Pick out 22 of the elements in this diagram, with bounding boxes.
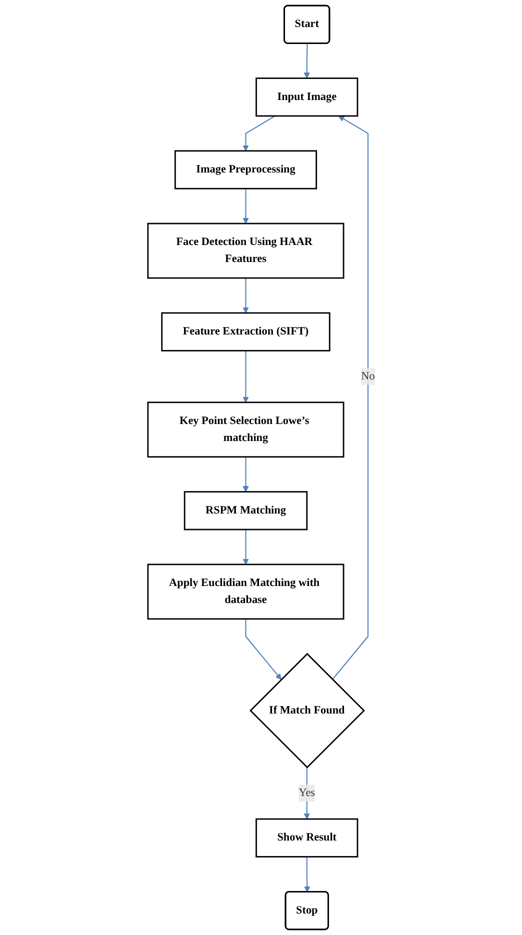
node-box: Apply Euclidian Matching with database <box>146 564 344 620</box>
arrow <box>242 350 248 403</box>
arrow <box>242 188 248 224</box>
arrow <box>244 618 282 680</box>
node-box: Key Point Selection Lowe’s matching <box>146 402 344 458</box>
node-box: Input Image <box>255 78 358 117</box>
node-box: RSPM Matching <box>184 491 308 530</box>
node-box: Image Preprocessing <box>174 150 317 190</box>
arrow <box>242 116 276 152</box>
arrow <box>332 116 368 680</box>
edge-label: Yes <box>298 786 315 799</box>
arrow <box>242 278 248 314</box>
node-box: Show Result <box>255 818 358 858</box>
node-diamond: If Match Found <box>249 652 365 768</box>
arrow <box>242 530 248 565</box>
arrow <box>303 767 310 820</box>
node-box: Face Detection Using HAAR Features <box>146 222 344 279</box>
edge-label: No <box>360 370 374 382</box>
arrow <box>303 44 310 79</box>
node-box: Feature Extraction (SIFT) <box>160 312 330 352</box>
arrow <box>304 856 310 892</box>
arrow <box>242 456 248 492</box>
